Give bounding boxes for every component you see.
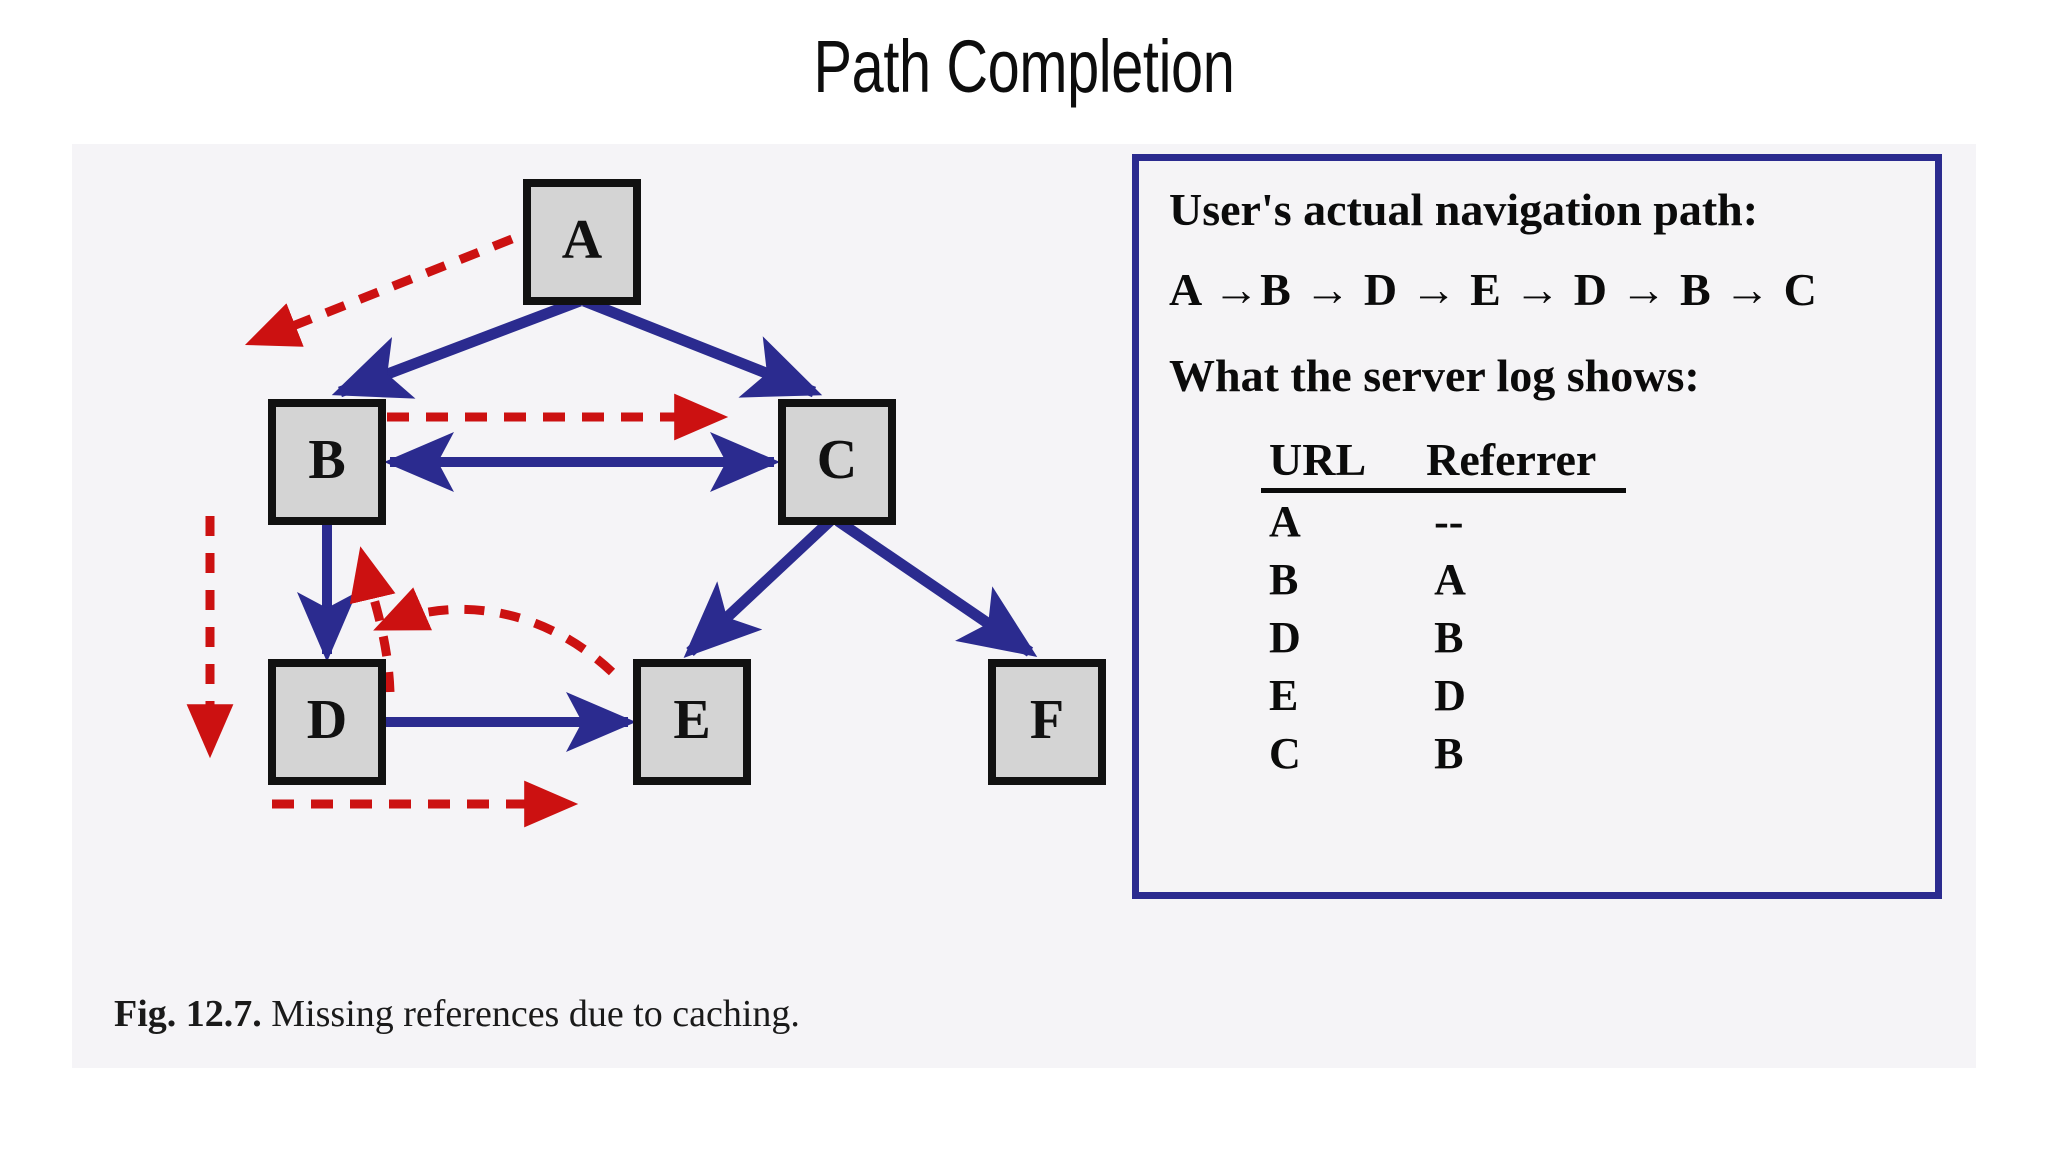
table-row: D B: [1261, 609, 1626, 667]
link-a-to-b: [331, 295, 582, 399]
cell-referrer: A: [1434, 555, 1466, 604]
navigation-path-value: A →B → D → E → D → B → C: [1169, 264, 1818, 315]
dashed-curve-e-back-to-d: [373, 587, 616, 676]
figure-caption-text: Missing references due to caching.: [261, 993, 800, 1035]
table-row: A --: [1261, 491, 1626, 552]
dashed-arrow-a-back: [244, 234, 514, 347]
cell-referrer: B: [1434, 729, 1464, 778]
cell-url: A: [1269, 497, 1301, 546]
link-c-to-f: [834, 516, 1038, 657]
table-row: B A: [1261, 551, 1626, 609]
figure-panel: A B C D E: [72, 144, 1976, 1068]
node-b[interactable]: B: [268, 399, 386, 525]
cell-url: E: [1269, 671, 1299, 720]
graph-diagram-svg: A B C D E: [186, 179, 1106, 828]
cell-url: B: [1269, 555, 1299, 604]
server-log-heading: What the server log shows:: [1169, 350, 1700, 401]
cell-referrer: D: [1434, 671, 1466, 720]
node-d[interactable]: D: [268, 659, 386, 785]
node-f-label: F: [1030, 689, 1064, 751]
page-title: Path Completion: [813, 25, 1235, 108]
table-header-row: URL Referrer: [1261, 433, 1627, 493]
cell-referrer: --: [1434, 497, 1464, 546]
cell-url: C: [1269, 729, 1301, 778]
navigation-path-heading: User's actual navigation path:: [1169, 184, 1759, 235]
node-c[interactable]: C: [778, 399, 896, 525]
dashed-traversal-layer: [186, 234, 729, 828]
node-a[interactable]: A: [523, 179, 641, 305]
node-a-label: A: [562, 209, 603, 271]
node-d-label: D: [307, 689, 347, 751]
server-log-box: User's actual navigation path: A →B → D …: [1132, 154, 1942, 899]
node-f[interactable]: F: [988, 659, 1106, 785]
server-log-table: URL Referrer A -- B A: [1261, 433, 1627, 783]
column-header-url: URL: [1261, 433, 1397, 493]
link-a-to-c: [581, 295, 823, 398]
graph-diagram: A B C D E: [72, 144, 1132, 1004]
table-row: E D: [1261, 667, 1626, 725]
link-c-to-e: [683, 516, 834, 659]
cell-url: D: [1269, 613, 1301, 662]
figure-caption: Fig. 12.7. Missing references due to cac…: [114, 992, 800, 1036]
node-e[interactable]: E: [633, 659, 751, 785]
figure-number: Fig. 12.7.: [114, 993, 262, 1035]
node-c-label: C: [817, 429, 857, 491]
table-row: C B: [1261, 725, 1626, 783]
column-header-referrer: Referrer: [1396, 433, 1627, 493]
node-b-label: B: [308, 429, 345, 491]
solid-link-layer: [297, 295, 1038, 752]
dashed-curve-d-back-to-b: [349, 546, 396, 693]
cell-referrer: B: [1434, 613, 1464, 662]
node-e-label: E: [673, 689, 710, 751]
node-layer: A B C D E: [268, 179, 1106, 785]
